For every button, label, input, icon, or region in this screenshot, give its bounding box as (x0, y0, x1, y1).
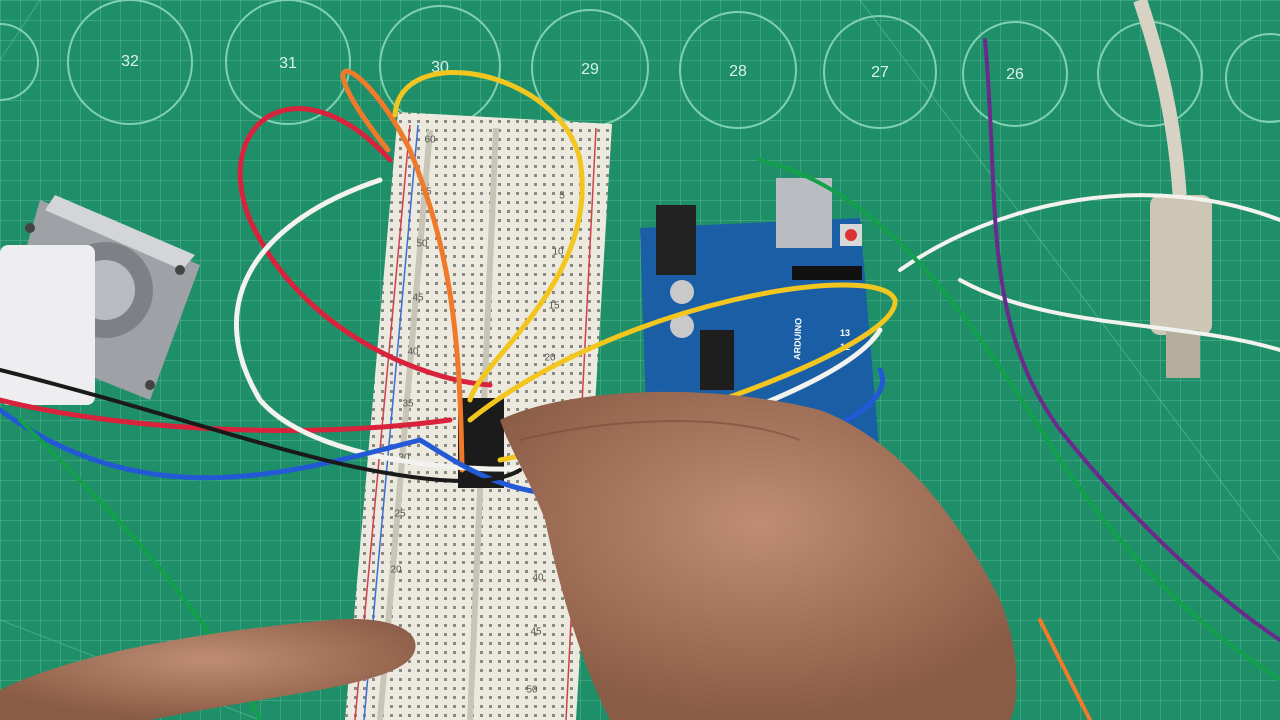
bb-num-20: 20 (390, 565, 402, 576)
bb-num-r5: 5 (559, 191, 565, 202)
wire-orange-2 (1038, 618, 1092, 720)
bb-num-r10: 10 (552, 247, 564, 258)
mat-number-26: 26 (1006, 66, 1024, 83)
pin-label-13: 13 (840, 328, 850, 338)
bb-num-40: 40 (407, 347, 419, 358)
right-hand (500, 391, 1017, 720)
wire-black (0, 368, 522, 483)
bb-num-r50: 50 (526, 685, 538, 696)
bb-num-r20: 20 (544, 353, 556, 364)
stepper-motor (0, 195, 200, 405)
wire-yellow (392, 70, 585, 403)
mat-number-28: 28 (729, 63, 747, 80)
wire-white-2 (898, 193, 1280, 272)
mat-number-32: 32 (121, 53, 139, 70)
usb-cable (1133, 0, 1212, 378)
bb-num-45: 45 (412, 293, 424, 304)
bb-num-50: 50 (416, 239, 428, 250)
wire-orange (340, 68, 465, 473)
mat-number-31: 31 (279, 55, 297, 72)
bb-num-r40: 40 (532, 573, 544, 584)
bb-num-35: 35 (402, 399, 414, 410)
bb-num-r45: 45 (530, 627, 542, 638)
arduino-logo: ARDUINO (792, 318, 803, 360)
usb-b-port (776, 178, 832, 248)
dc-jack (656, 205, 696, 275)
wire-green (758, 158, 1280, 682)
left-hand (0, 619, 416, 720)
bb-num-60: 60 (424, 135, 436, 146)
motor-label-block (0, 245, 95, 405)
bb-num-r15: 15 (548, 301, 560, 312)
breadboard-right-numbers: 5 10 15 20 40 45 50 (526, 191, 565, 696)
bb-num-25: 25 (394, 509, 406, 520)
wire-red (237, 106, 493, 388)
wire-purple (983, 38, 1280, 642)
mat-number-27: 27 (871, 64, 889, 81)
wire-white-3 (958, 278, 1280, 352)
bb-num-30: 30 (398, 453, 410, 464)
mat-number-29: 29 (581, 61, 599, 78)
